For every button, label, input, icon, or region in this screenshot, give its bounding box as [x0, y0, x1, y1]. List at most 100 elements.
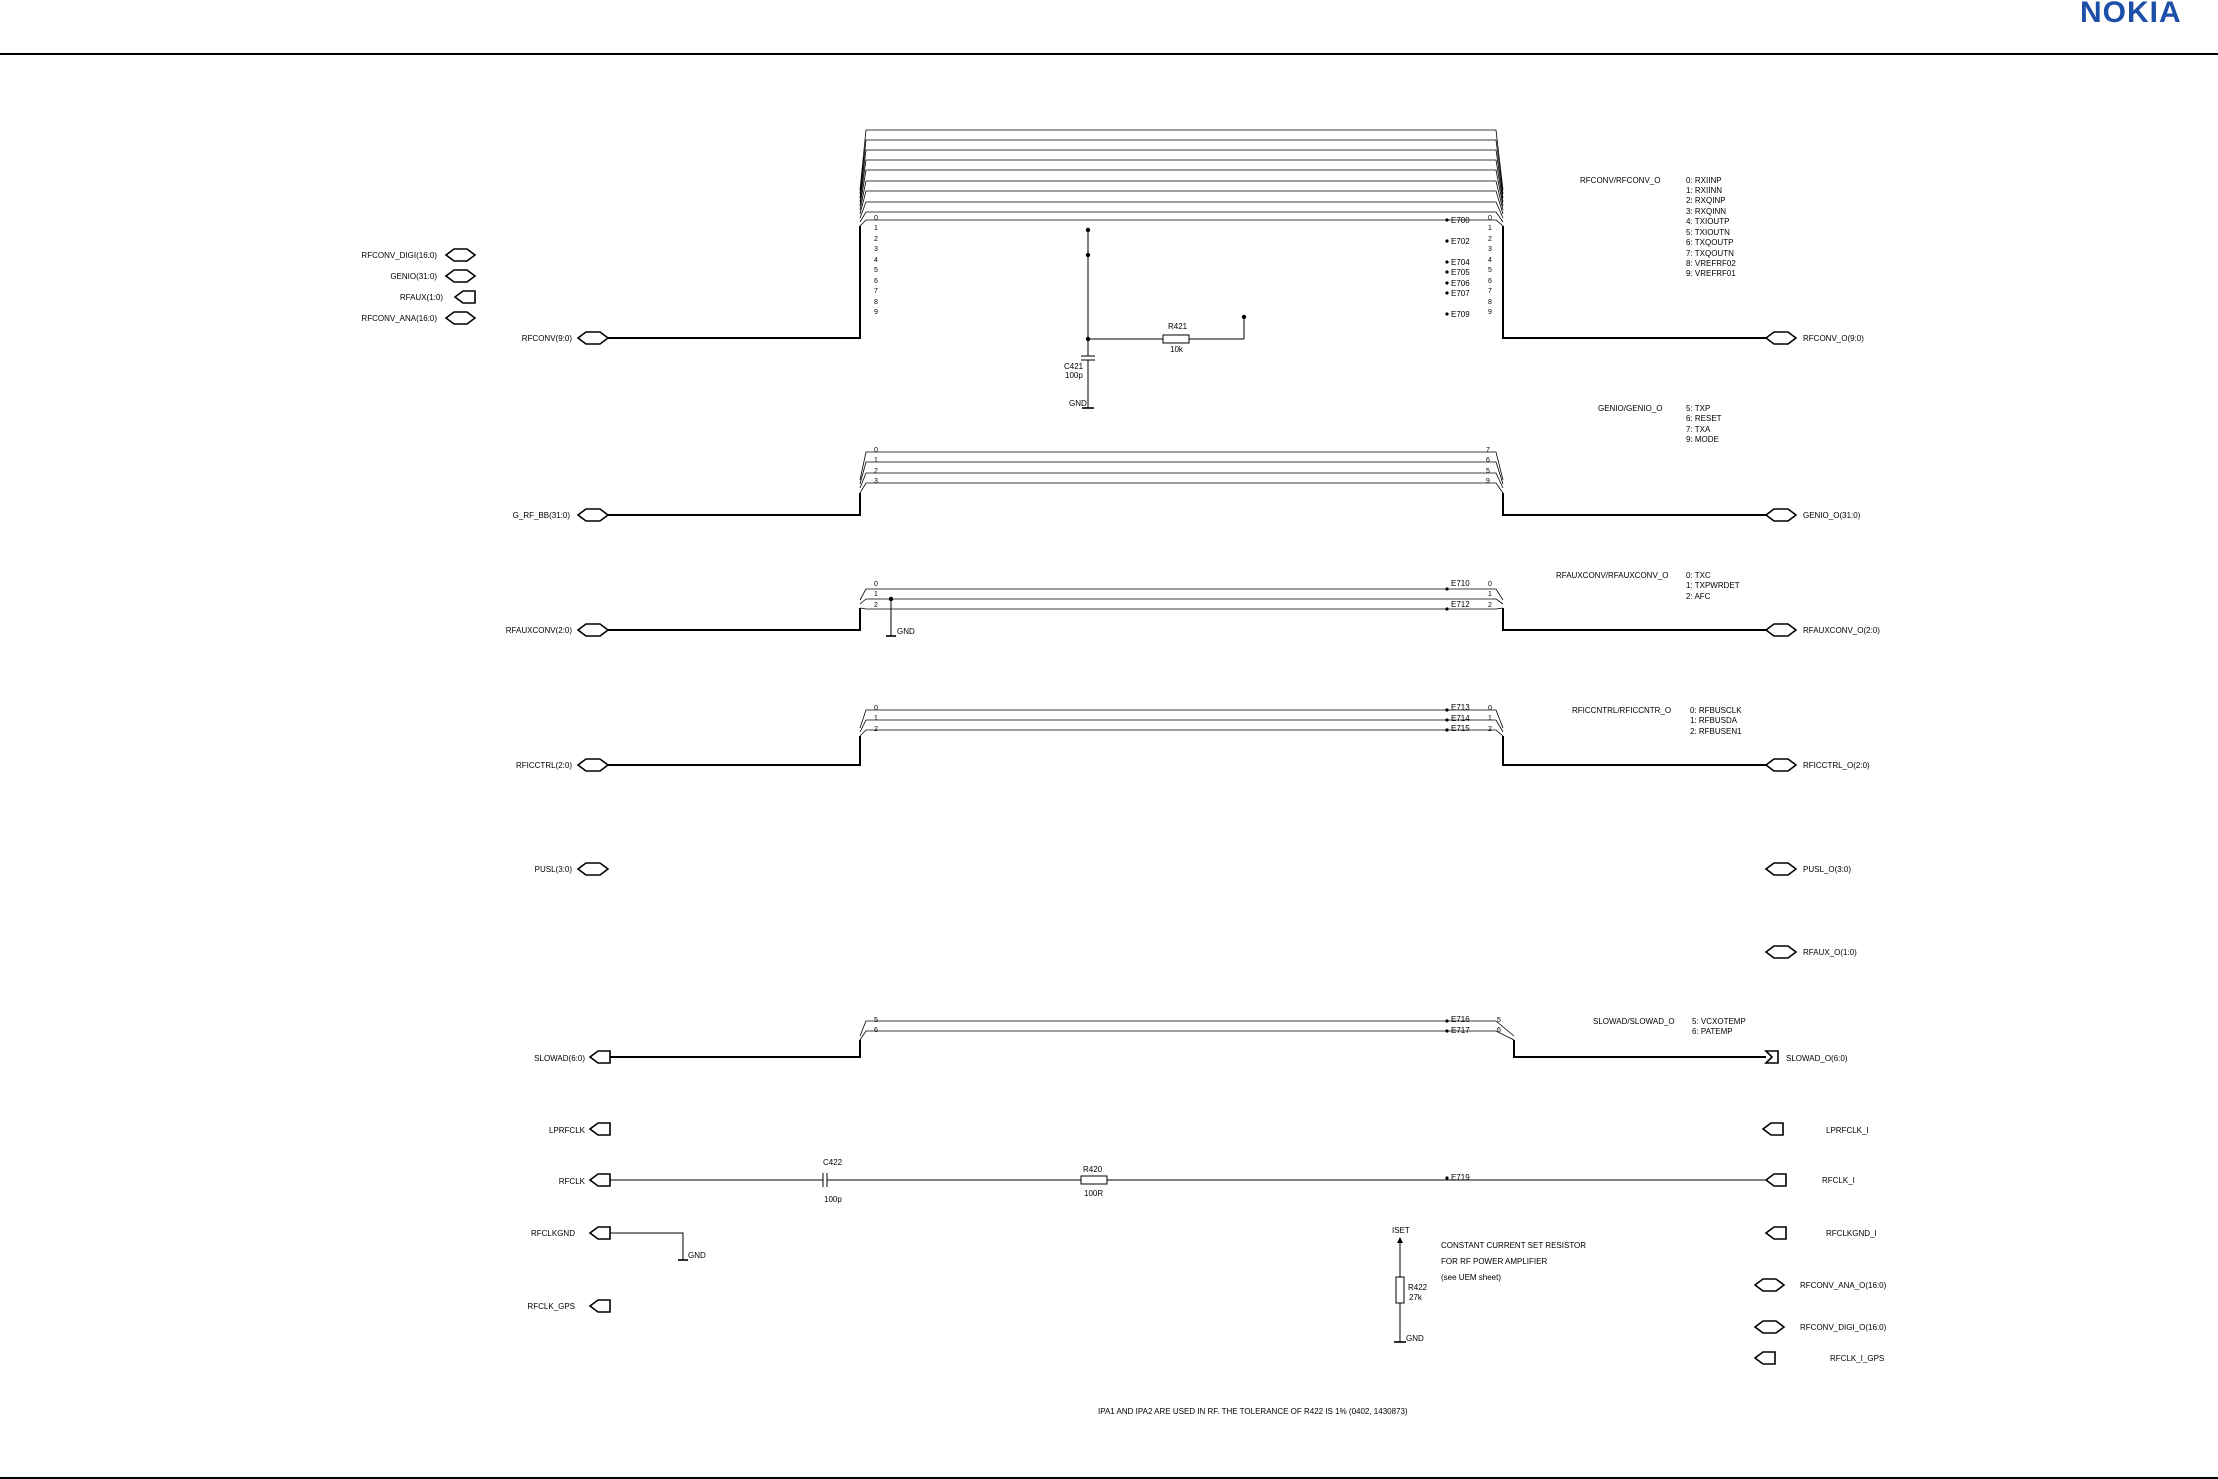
note-line: CONSTANT CURRENT SET RESISTOR	[1441, 1241, 1586, 1250]
rfclk-gps-ports: RFCLK_GPS RFCLK_I_GPS	[527, 1299, 1884, 1365]
bit-label: 5	[874, 1017, 878, 1024]
port-rfconv-digi-label: RFCONV_DIGI(16:0)	[361, 251, 437, 260]
port-rfaux-o	[1764, 945, 1798, 959]
test-point: E710	[1451, 579, 1470, 588]
map-item: 6: TXQOUTP	[1686, 238, 1733, 247]
rficctrl-test-points: E713 E714 E715	[1445, 703, 1470, 733]
port-rfclk-i-gps	[1753, 1351, 1776, 1365]
slowad-signal-map: SLOWAD/SLOWAD_O 5: VCXOTEMP 6: PATEMP	[1593, 1017, 1746, 1036]
test-point: E715	[1451, 724, 1470, 733]
port-rfaux: RFAUX(1:0)	[400, 290, 476, 304]
current-resistor-note: CONSTANT CURRENT SET RESISTOR FOR RF POW…	[1441, 1241, 1586, 1282]
note-line: FOR RF POWER AMPLIFIER	[1441, 1257, 1547, 1266]
bus-slowad: SLOWAD(6:0) SLOWAD_O(6:0)	[534, 1020, 1848, 1064]
rfconv-left-index: 0 1 2 3 4 5 6 7 8 9	[874, 215, 878, 316]
rfauxconv-test-points: E710 E712	[1445, 579, 1470, 611]
test-point: E700	[1451, 216, 1470, 225]
port-rfconv-o-label: RFCONV_O(9:0)	[1803, 334, 1864, 343]
rfconv-junctions	[1085, 227, 1247, 342]
port-rfclkgnd-i	[1764, 1226, 1787, 1240]
iset-labels: ISET R422 27k GND	[1392, 1226, 1428, 1343]
resistor-r422	[1395, 1276, 1405, 1304]
test-point: E707	[1451, 289, 1470, 298]
r421-value: 10k	[1170, 345, 1184, 354]
port-rfclk-i-gps-label: RFCLK_I_GPS	[1830, 1354, 1884, 1363]
iset-label: ISET	[1392, 1226, 1410, 1235]
bit-label: 6	[874, 1027, 878, 1034]
slowad-labels: 5 6 5 6	[874, 1017, 1501, 1034]
bit-label: 0	[874, 215, 878, 222]
bit-label: 1	[1488, 715, 1492, 722]
bit-label: 6	[1488, 278, 1492, 285]
bit-label: 0	[874, 581, 878, 588]
bit-label: 1	[874, 715, 878, 722]
bit-label: 1	[874, 225, 878, 232]
port-rfclk	[588, 1173, 611, 1187]
port-rfconv-label: RFCONV(9:0)	[522, 334, 573, 343]
map-item: 4: TXIOUTP	[1686, 217, 1729, 226]
port-pusl-label: PUSL(3:0)	[535, 865, 573, 874]
bus-rfconv: RFCONV(9:0) RFCONV_O(9:0)	[522, 129, 1864, 345]
port-rfconv-digi: RFCONV_DIGI(16:0)	[361, 248, 477, 262]
r422-ref: R422	[1408, 1283, 1428, 1292]
bit-label: 5	[874, 267, 878, 274]
bit-label: 9	[874, 309, 878, 316]
test-point: E716	[1451, 1015, 1470, 1024]
rficctrl-labels: 0 1 2 0 1 2	[874, 705, 1492, 733]
pusl-ports: PUSL(3:0) PUSL_O(3:0) RFAUX_O(1:0)	[535, 862, 1857, 959]
rfauxconv-gnd: GND	[897, 627, 915, 636]
genio-right-index: 7 6 5 9	[1486, 447, 1490, 485]
bit-label: 0	[874, 705, 878, 712]
bit-label: 5	[1497, 1017, 1501, 1024]
bit-label: 3	[874, 478, 878, 485]
port-lprfclk-i	[1761, 1122, 1784, 1136]
map-item: 1: TXPWRDET	[1686, 581, 1740, 590]
bit-label: 0	[874, 447, 878, 454]
rfconv-component-labels: R421 10k C421 100p GND	[1064, 322, 1188, 408]
bit-label: 2	[1488, 726, 1492, 733]
bit-label: 1	[874, 591, 878, 598]
c422-value: 100p	[824, 1195, 842, 1204]
rfconv-map-title: RFCONV/RFCONV_O	[1580, 176, 1660, 185]
note-line: (see UEM sheet)	[1441, 1273, 1501, 1282]
resistor-r421	[1162, 334, 1190, 344]
iset-network	[1394, 1237, 1406, 1343]
map-item: 1: RXIINN	[1686, 186, 1722, 195]
bit-label: 1	[1488, 225, 1492, 232]
port-rfclk-i	[1764, 1173, 1787, 1187]
map-item: 9: MODE	[1686, 435, 1719, 444]
map-item: 7: TXQOUTN	[1686, 249, 1734, 258]
bit-label: 0	[1488, 581, 1492, 588]
bit-label: 4	[874, 257, 878, 264]
test-point: E706	[1451, 279, 1470, 288]
rfclkgnd-path: RFCLKGND GND RFCLKGND_I	[531, 1226, 1877, 1261]
rficcntrl-map-title: RFICCNTRL/RFICCNTR_O	[1572, 706, 1671, 715]
bit-label: 2	[1488, 602, 1492, 609]
port-g-rf-bb-label: G_RF_BB(31:0)	[513, 511, 571, 520]
bit-label: 1	[1488, 591, 1492, 598]
rfauxconv-map-title: RFAUXCONV/RFAUXCONV_O	[1556, 571, 1668, 580]
bit-label: 4	[1488, 257, 1492, 264]
port-rficctrl	[576, 758, 610, 772]
bit-label: 6	[1486, 457, 1490, 464]
port-rficctrl-o-label: RFICCTRL_O(2:0)	[1803, 761, 1870, 770]
bit-label: 2	[874, 468, 878, 475]
test-point: E712	[1451, 600, 1470, 609]
c421-value: 100p	[1065, 371, 1083, 380]
port-genio-o	[1764, 508, 1798, 522]
c422-ref: C422	[823, 1158, 843, 1167]
port-rfclk-gps-label: RFCLK_GPS	[527, 1302, 575, 1311]
port-rfconv-o	[1764, 331, 1798, 345]
slowad-test-points: E716 E717	[1445, 1015, 1470, 1035]
port-pusl-o-label: PUSL_O(3:0)	[1803, 865, 1851, 874]
map-item: 1: RFBUSDA	[1690, 716, 1738, 725]
port-rfclkgnd	[588, 1226, 611, 1240]
map-item: 0: RFBUSCLK	[1690, 706, 1742, 715]
port-rfauxconv-o	[1764, 623, 1798, 637]
rfconv-signal-map: RFCONV/RFCONV_O 0: RXIINP 1: RXIINN 2: R…	[1580, 176, 1736, 278]
c421-gnd: GND	[1069, 399, 1087, 408]
map-item: 8: VREFRF02	[1686, 259, 1736, 268]
port-lprfclk	[588, 1122, 611, 1136]
port-slowad-o-label: SLOWAD_O(6:0)	[1786, 1054, 1848, 1063]
bit-label: 6	[1497, 1027, 1501, 1034]
